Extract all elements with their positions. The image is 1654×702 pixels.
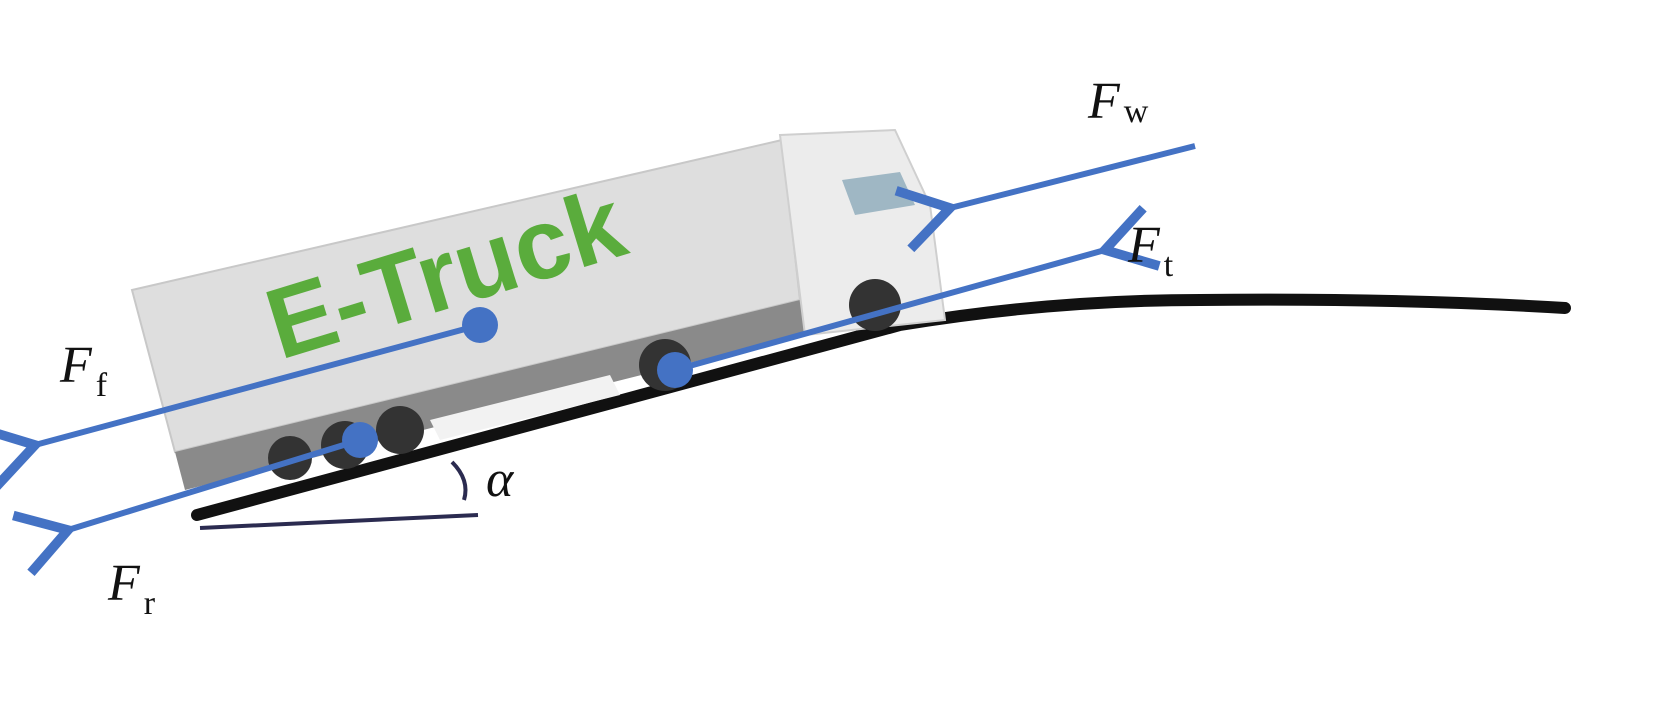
angle-arc — [450, 460, 468, 501]
force-arrow-t — [674, 204, 1161, 373]
wheel — [849, 279, 901, 331]
road-slope — [191, 293, 1571, 521]
force-origin-dot — [342, 422, 378, 458]
wheel — [268, 436, 312, 480]
force-origin-dot — [657, 352, 693, 388]
force-arrow-f — [0, 322, 481, 490]
trailer-underbody — [430, 375, 620, 440]
force-origin-dot — [462, 307, 498, 343]
force-arrow-w — [894, 143, 1196, 253]
wheel — [376, 406, 424, 454]
truck: E-Truck — [130, 128, 947, 490]
horizontal-reference-line — [199, 513, 479, 530]
force-arrow-r — [12, 437, 361, 576]
angle-label: α — [486, 451, 515, 508]
